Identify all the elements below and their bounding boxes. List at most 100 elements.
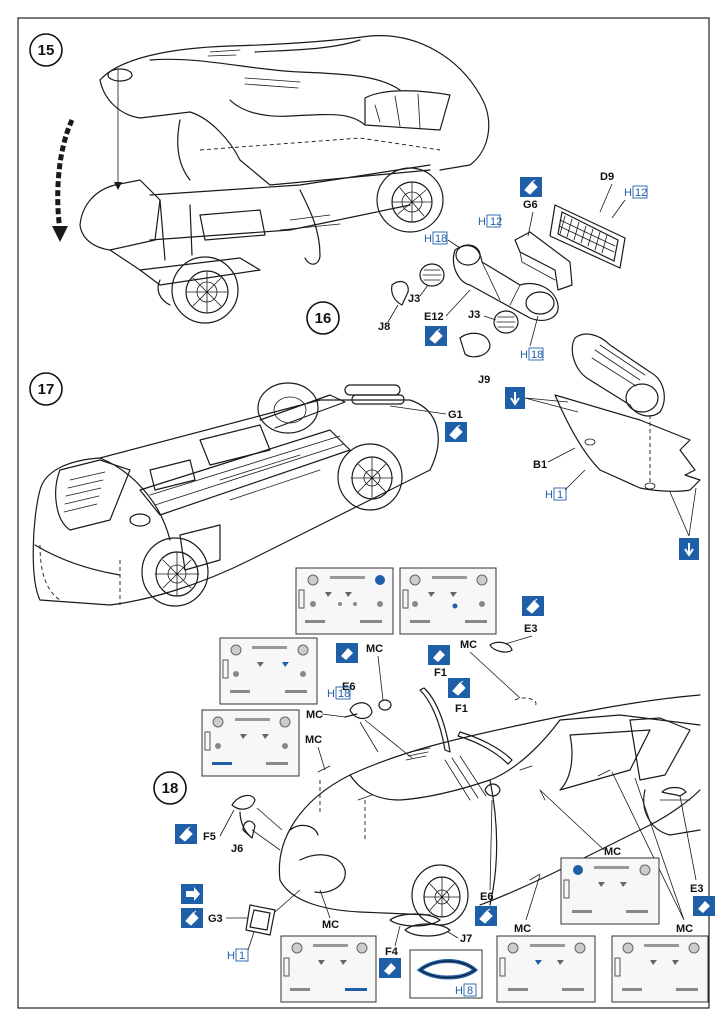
leader-f5-j6 bbox=[251, 807, 283, 851]
label-f4: F4 bbox=[385, 946, 399, 958]
leader-h1-a bbox=[564, 469, 586, 491]
glue-icon bbox=[181, 908, 203, 928]
paint-h18-c-code: 18 bbox=[338, 688, 350, 700]
part-e12-nose bbox=[452, 244, 559, 321]
glue-icon bbox=[522, 596, 544, 616]
marker-lights bbox=[317, 765, 541, 881]
paint-h1-a: H bbox=[545, 489, 553, 501]
step-16-number: 16 bbox=[315, 310, 332, 327]
label-j8: J8 bbox=[378, 321, 390, 333]
guide-arrow bbox=[114, 182, 122, 190]
paint-h12-b: H bbox=[624, 187, 632, 199]
paint-h12-b-code: 12 bbox=[635, 187, 647, 199]
step-15-number: 15 bbox=[38, 42, 55, 59]
label-g3: G3 bbox=[208, 913, 223, 925]
leader-g6 bbox=[527, 211, 534, 237]
paint-prefix: H bbox=[478, 216, 486, 228]
part-j3-light-right bbox=[493, 310, 519, 334]
leader-glue-point-b bbox=[669, 487, 697, 537]
step-17-number: 17 bbox=[38, 381, 55, 398]
leader-f5 bbox=[219, 809, 235, 837]
part-e6-mirror bbox=[349, 702, 373, 720]
label-e6-right: E6 bbox=[480, 891, 493, 903]
leader-e3-top bbox=[504, 635, 533, 645]
glue-icon bbox=[425, 326, 447, 346]
label-mc-7: MC bbox=[604, 846, 621, 858]
car-body-shell bbox=[99, 35, 490, 186]
label-mc-4: MC bbox=[305, 734, 322, 746]
chassis-rear-wheel bbox=[376, 167, 444, 233]
part-f4-detail-box bbox=[409, 949, 483, 999]
label-e3-right: E3 bbox=[690, 883, 703, 895]
leader-g1 bbox=[389, 405, 447, 415]
nose-grille-lines bbox=[591, 344, 646, 387]
decal-icon bbox=[336, 643, 358, 663]
step-16-badge bbox=[306, 301, 340, 335]
leader-mc-5 bbox=[319, 889, 331, 919]
nose-light-housing bbox=[625, 383, 659, 413]
paint-h18-a: H bbox=[424, 233, 432, 245]
part-j6 bbox=[242, 820, 256, 839]
decal-chart-5 bbox=[280, 935, 377, 1003]
glue-icon bbox=[475, 906, 497, 926]
part-f5 bbox=[231, 794, 256, 810]
step-17: 17 bbox=[29, 372, 467, 607]
label-g1: G1 bbox=[448, 409, 463, 421]
step-18: 18 bbox=[153, 596, 715, 1003]
leader-mc-4 bbox=[317, 746, 326, 771]
label-mc-8: MC bbox=[676, 923, 693, 935]
decal-icon bbox=[693, 896, 715, 916]
label-b1: B1 bbox=[533, 459, 547, 471]
paint-h12-a-code: 12 bbox=[490, 216, 502, 228]
label-mc-5: MC bbox=[322, 919, 339, 931]
leader-mirror bbox=[359, 719, 413, 759]
decal-chart-2 bbox=[399, 567, 497, 635]
part-f4 bbox=[389, 913, 441, 927]
paint-box bbox=[235, 948, 249, 962]
decal-icon bbox=[379, 958, 401, 978]
part-f1-left bbox=[419, 687, 451, 753]
part-e6-right bbox=[484, 783, 501, 797]
car-underside bbox=[32, 384, 439, 606]
paint-h1-b-code: 1 bbox=[239, 950, 245, 962]
label-mc-3: MC bbox=[306, 709, 323, 721]
label-f5: F5 bbox=[203, 831, 216, 843]
label-j7: J7 bbox=[460, 933, 472, 945]
part-g6-frame bbox=[514, 231, 573, 291]
label-d9: D9 bbox=[600, 171, 614, 183]
leader-b1 bbox=[547, 447, 576, 463]
label-j3-left: J3 bbox=[408, 293, 420, 305]
step-16-nose-assembly: B1 H 1 bbox=[505, 333, 701, 560]
direction-arrow-icon bbox=[181, 884, 203, 904]
leader-j8 bbox=[387, 304, 399, 323]
label-g6: G6 bbox=[523, 199, 538, 211]
leader-h1-b bbox=[247, 931, 255, 951]
leader-e12 bbox=[445, 289, 471, 317]
decal-chart-8 bbox=[560, 857, 660, 925]
leader-g3-car bbox=[274, 889, 301, 913]
part-j9-lens bbox=[459, 332, 491, 358]
nose-front-assembly bbox=[571, 333, 665, 417]
leader-j3-left bbox=[419, 284, 429, 297]
leader-mc-6 bbox=[525, 874, 541, 921]
underpan-hole bbox=[644, 482, 656, 490]
leader-j7 bbox=[447, 931, 459, 939]
underside-front-wheel bbox=[141, 537, 209, 607]
leader-j3-right bbox=[483, 315, 497, 321]
underpan-hole bbox=[584, 438, 596, 446]
label-e3-top: E3 bbox=[524, 623, 537, 635]
part-e3-top bbox=[489, 641, 513, 653]
paint-h8: H bbox=[455, 985, 463, 997]
decal-chart-4 bbox=[201, 709, 300, 777]
label-j9: J9 bbox=[478, 374, 490, 386]
paint-h1-a-code: 1 bbox=[557, 489, 563, 501]
paint-h18-b: H bbox=[520, 349, 528, 361]
glue-icon bbox=[175, 824, 197, 844]
leader-f4 bbox=[394, 925, 401, 947]
page-border bbox=[17, 17, 710, 1009]
underside-rear-wheel bbox=[337, 443, 403, 511]
decal-icon bbox=[428, 645, 450, 665]
final-front-wheel bbox=[411, 864, 469, 926]
